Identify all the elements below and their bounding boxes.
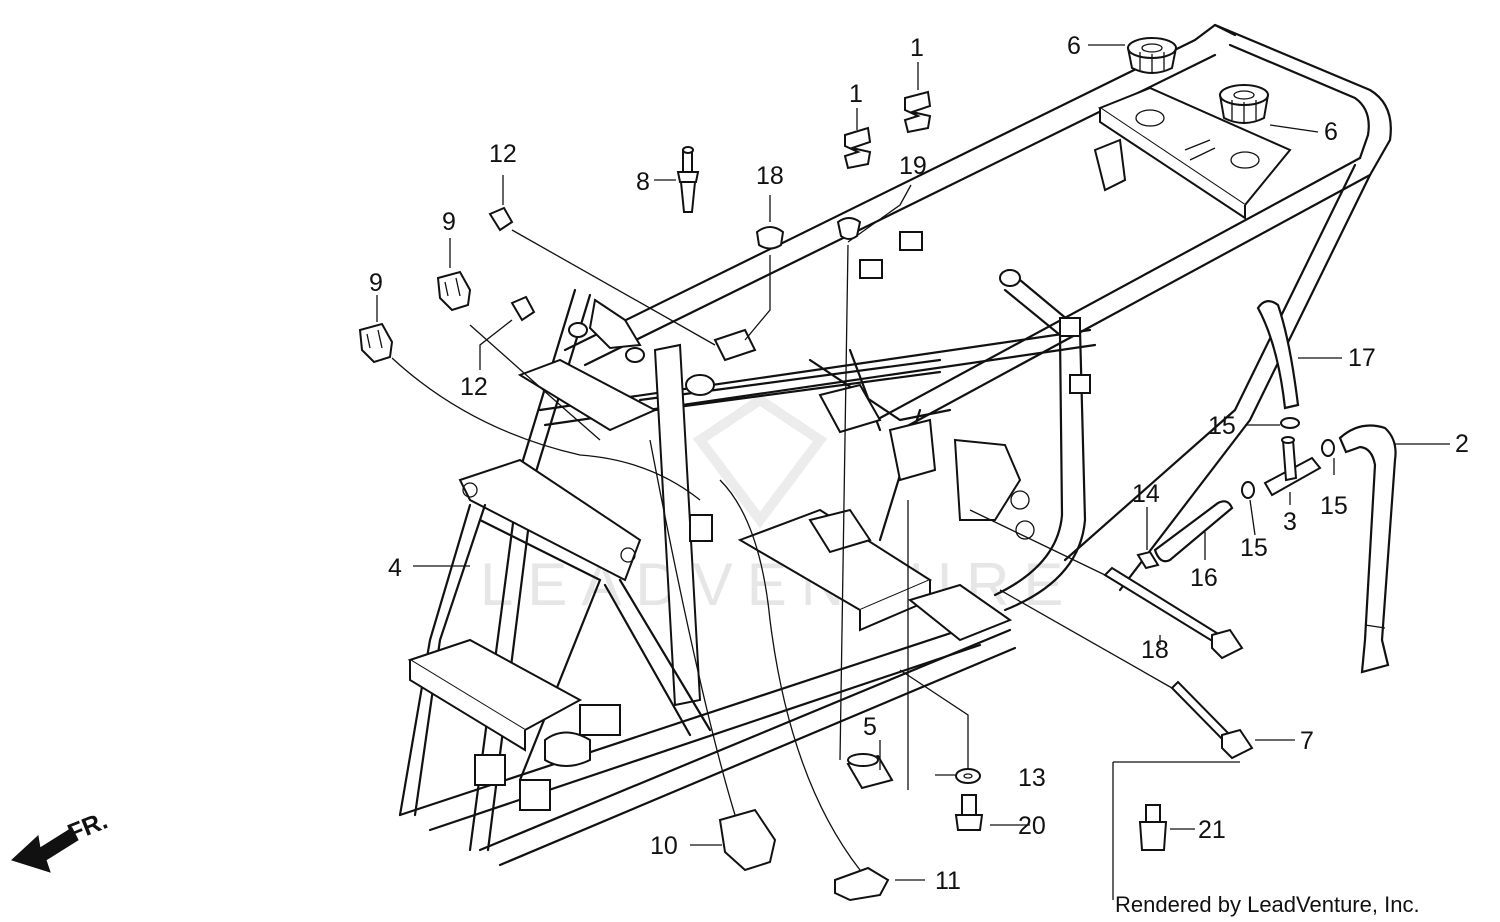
collar-icon (846, 753, 894, 790)
long-bolt-icon (1103, 566, 1244, 660)
callout-18: 18 (756, 162, 784, 190)
callout-12: 12 (489, 140, 517, 168)
breather-hose-icon (1256, 300, 1300, 410)
bolt-icon (954, 794, 984, 831)
callout-18: 19 (899, 152, 927, 180)
callout-1: 1 (910, 34, 924, 62)
rubber-mount-icon (1218, 84, 1270, 124)
callout-15: 15 (1240, 534, 1268, 562)
callout-21: 21 (1198, 816, 1226, 844)
hose-clip-icon (1241, 481, 1255, 499)
callout-2: 2 (1455, 430, 1469, 458)
callout-15: 15 (1320, 492, 1348, 520)
callout-12: 12 (460, 373, 488, 401)
hose-clip-icon (1280, 417, 1300, 429)
callout-5: 5 (863, 713, 877, 741)
callout-13: 13 (1018, 764, 1046, 792)
cap-icon (755, 226, 785, 250)
front-label: FR. (64, 807, 112, 848)
callout-6: 6 (1324, 118, 1338, 146)
bolt-icon (1138, 804, 1168, 851)
callout-4: 4 (388, 554, 402, 582)
callout-8: 8 (636, 168, 650, 196)
clip-icon (903, 90, 932, 134)
callout-10: 10 (650, 832, 678, 860)
rubber-mount-icon (1126, 37, 1178, 74)
callout-19: 20 (1018, 812, 1046, 840)
callout-9: 9 (369, 269, 383, 297)
hose-clip-icon (1136, 550, 1160, 570)
clamp-icon (718, 808, 777, 872)
breather-hose-icon (1153, 500, 1234, 563)
leader-lines (376, 44, 1450, 900)
callout-6: 6 (1067, 32, 1081, 60)
callout-1: 1 (849, 80, 863, 108)
grommet-icon (488, 206, 514, 232)
callout-16: 16 (1190, 564, 1218, 592)
grommet-icon (510, 295, 536, 322)
callout-20: 18 (1141, 636, 1169, 664)
pin-icon (676, 146, 700, 213)
arrow-icon (11, 827, 79, 873)
breather-hose-icon (1338, 424, 1397, 674)
frame-body (398, 23, 1392, 867)
hose-clip-icon (1321, 439, 1335, 457)
callout-11: 11 (935, 867, 961, 895)
clip-icon (843, 126, 872, 170)
credit-text: Rendered by LeadVenture, Inc. (1115, 892, 1420, 917)
callout-15: 15 (1208, 412, 1236, 440)
front-direction-arrow: FR. (11, 807, 112, 873)
callout-14: 14 (1132, 480, 1160, 508)
loose-parts (358, 37, 1397, 902)
clamp-icon (436, 270, 472, 312)
callout-3: 3 (1283, 508, 1297, 536)
callout-9: 9 (442, 208, 456, 236)
callout-17: 17 (1348, 344, 1376, 372)
long-bolt-icon (1170, 680, 1254, 760)
clamp-icon (358, 322, 394, 364)
callout-labels: 6 6 1 1 8 18 19 12 9 9 12 4 5 13 20 21 7… (369, 32, 1469, 895)
callout-7: 7 (1300, 727, 1314, 755)
tee-joint-icon (1263, 436, 1322, 497)
clamp-icon (834, 866, 890, 902)
washer-icon (955, 768, 981, 784)
